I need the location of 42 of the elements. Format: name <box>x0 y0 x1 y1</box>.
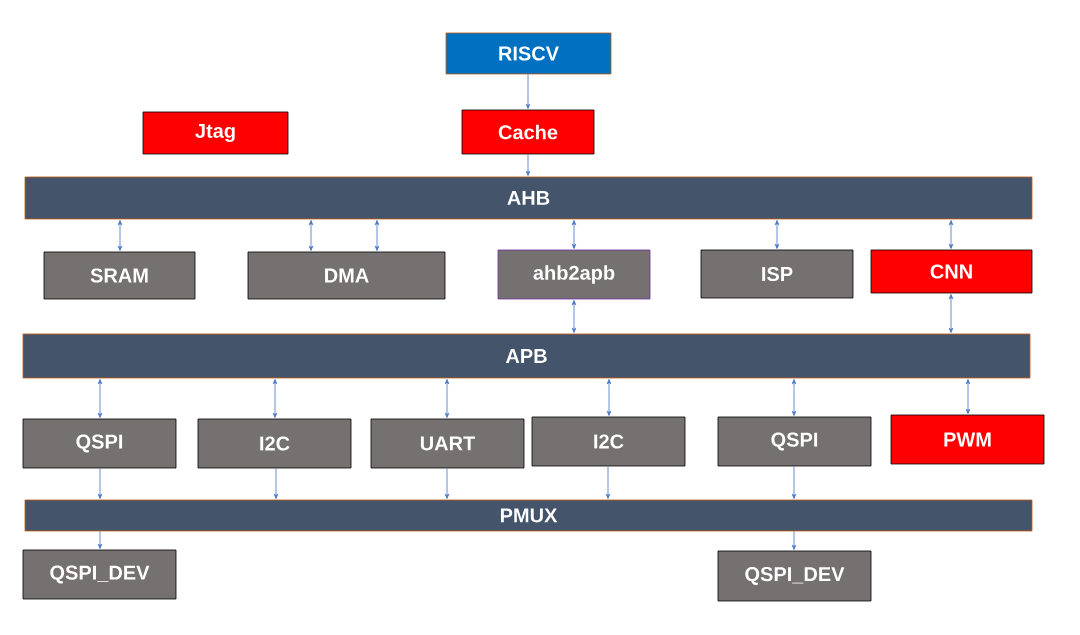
module-box: UART <box>370 418 525 469</box>
arrow <box>97 379 103 418</box>
module-box: Jtag <box>142 111 289 155</box>
arrow <box>948 294 954 333</box>
module-box: ahb2apb <box>497 249 651 300</box>
module-box: QSPI_DEV <box>717 550 872 602</box>
bus-bar: PMUX <box>24 499 1033 532</box>
module-box: QSPI_DEV <box>22 549 177 600</box>
arrow <box>948 220 954 249</box>
arrow <box>525 154 531 176</box>
arrow <box>97 531 103 549</box>
arrow <box>791 466 797 499</box>
arrow <box>374 220 380 251</box>
processor-box: RISCV <box>445 32 612 75</box>
module-box: ISP <box>700 249 854 299</box>
arrow <box>117 220 123 251</box>
bus-bar: APB <box>22 333 1031 379</box>
arrow <box>571 300 577 333</box>
arrow <box>97 468 103 499</box>
module-box: PWM <box>890 414 1045 465</box>
arrow <box>444 379 450 418</box>
arrow <box>605 466 611 499</box>
arrow <box>273 468 279 499</box>
arrow <box>791 531 797 550</box>
arrow <box>571 220 577 249</box>
module-box: I2C <box>197 418 352 469</box>
module-box: DMA <box>247 251 446 300</box>
module-box: SRAM <box>43 251 196 300</box>
module-box: I2C <box>531 416 686 467</box>
bus-bar: AHB <box>24 176 1033 220</box>
arrow <box>272 379 278 418</box>
arrow <box>444 468 450 499</box>
arrow <box>525 74 531 109</box>
arrow <box>791 379 797 416</box>
arrow <box>774 220 780 249</box>
arrow <box>606 379 612 416</box>
module-box: Cache <box>461 109 595 155</box>
module-box: QSPI <box>22 418 177 469</box>
module-box: QSPI <box>717 416 872 467</box>
arrow <box>308 220 314 251</box>
module-box: CNN <box>870 249 1033 294</box>
arrow <box>965 379 971 414</box>
